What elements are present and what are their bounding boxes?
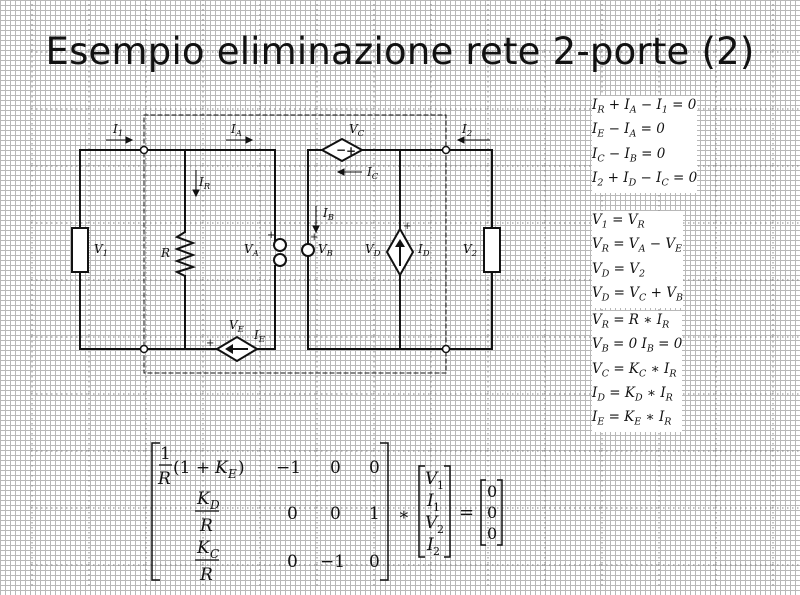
svg-text:0: 0 [369, 458, 380, 478]
equals-sign: = [459, 502, 474, 523]
resistor-r [174, 231, 197, 277]
vc-dependent-source [319, 137, 365, 163]
equation-line: VD = V2 [592, 260, 646, 280]
svg-text:I: I [426, 535, 434, 555]
equation-line: IR + IA − I1 = 0 [592, 97, 697, 116]
svg-text:0: 0 [369, 552, 380, 572]
equation-line: IC − IB = 0 [592, 145, 666, 165]
equation-line: I2 + ID − IC = 0 [592, 169, 698, 189]
label-ie: IE [253, 328, 266, 345]
svg-text:0: 0 [330, 504, 341, 524]
kirchhoff-voltage-equations: V1 = VR VR = VA − VE VD = V2 VD = VC + VB [592, 211, 683, 309]
svg-text:−1: −1 [320, 552, 345, 572]
va-port-circle-top [273, 238, 287, 252]
matrix-row-2: K D R 0 0 1 [195, 489, 380, 536]
svg-text:0: 0 [287, 552, 298, 572]
equation-line: VR = VA − VE [592, 236, 683, 255]
result-vector: 0 0 0 [487, 482, 497, 543]
label-ib: IB [322, 206, 334, 223]
vector-bracket-left [418, 465, 425, 558]
vector-bracket-right [444, 465, 451, 558]
label-vc: VC [349, 122, 365, 139]
svg-text:D: D [209, 498, 220, 512]
svg-text:2: 2 [433, 545, 440, 558]
terminal-bottom-right [441, 344, 451, 354]
equation-line: IE = KE ∗ IR [592, 409, 672, 428]
svg-text:V: V [425, 513, 439, 533]
svg-text:K: K [196, 489, 211, 509]
equation-line: IE − IA = 0 [592, 121, 665, 140]
matrix-row-1: 1 R (1 + K E ) −1 0 0 [157, 444, 380, 489]
matrix-bracket-left [151, 442, 160, 581]
terminal-top-right [441, 145, 451, 155]
equation-line: VB = 0 IB = 0 [592, 336, 683, 355]
svg-text:C: C [210, 547, 219, 561]
svg-text:K: K [196, 538, 211, 558]
kirchhoff-current-equations: IR + IA − I1 = 0 IE − IA = 0 IC − IB = 0 I2… [592, 96, 698, 194]
label-v2: V2 [463, 242, 477, 259]
result-bracket-left [480, 479, 486, 546]
svg-text:R: R [157, 469, 171, 489]
matrix-row-3: K C R 0 −1 0 [195, 538, 380, 585]
multiply-operator: ∗ [398, 505, 410, 525]
v1-source [71, 227, 89, 273]
equation-line: ID = KD ∗ IR [592, 384, 673, 404]
label-v1: V1 [94, 242, 108, 259]
svg-text:R: R [199, 565, 213, 585]
svg-text:+: + [403, 221, 411, 232]
svg-text:): ) [238, 458, 245, 478]
equation-line: VR = R ∗ IR [592, 312, 670, 331]
svg-text:1: 1 [437, 479, 444, 492]
label-vb: VB [318, 242, 333, 259]
result-bracket-right [497, 479, 503, 546]
svg-text:1: 1 [160, 444, 171, 464]
svg-text:0: 0 [487, 503, 497, 522]
equation-line: V1 = VR [592, 212, 645, 231]
svg-text:0: 0 [287, 504, 298, 524]
svg-text:+: + [267, 230, 275, 241]
svg-text:−1: −1 [276, 458, 301, 478]
svg-text:−: − [336, 143, 346, 157]
label-ir: IR [198, 175, 211, 192]
svg-text:+: + [346, 144, 356, 158]
constitutive-equations: VR = R ∗ IR VB = 0 IB = 0 VC = KC ∗ IR ID =… [592, 311, 683, 433]
terminal-bottom-left [139, 344, 149, 354]
label-ve: VE [229, 318, 245, 335]
svg-text:0: 0 [330, 458, 341, 478]
svg-text:V: V [425, 469, 439, 489]
svg-text:I: I [426, 491, 434, 511]
matrix-bracket-right [380, 442, 389, 581]
svg-text:E: E [227, 467, 237, 481]
equation-line: VD = VC + VB [592, 284, 683, 304]
label-i2: I2 [461, 122, 472, 139]
svg-text:+: + [310, 232, 318, 243]
vb-port-circle [301, 243, 315, 257]
label-va: VA [244, 242, 259, 259]
svg-text:+: + [206, 338, 214, 349]
label-ic: IC [366, 165, 379, 182]
svg-text:2: 2 [437, 523, 444, 536]
label-vd: VD [365, 242, 381, 259]
va-port-circle-bottom [273, 253, 287, 267]
terminal-top-left [139, 145, 149, 155]
slide-title: Esempio eliminazione rete 2-porte (2) [45, 30, 755, 73]
equation-line: VC = KC ∗ IR [592, 360, 677, 380]
svg-text:(1 +: (1 + [173, 458, 210, 478]
label-r: R [160, 246, 170, 260]
svg-text:K: K [214, 458, 229, 478]
label-ia: IA [230, 122, 242, 139]
svg-text:1: 1 [433, 501, 440, 514]
svg-text:1: 1 [369, 504, 380, 524]
label-i1: I1 [112, 122, 123, 139]
svg-text:R: R [199, 516, 213, 536]
v2-source [483, 227, 501, 273]
two-port-boundary [143, 114, 447, 374]
svg-text:0: 0 [487, 524, 497, 543]
label-id: ID [417, 242, 430, 259]
svg-text:0: 0 [487, 482, 497, 501]
